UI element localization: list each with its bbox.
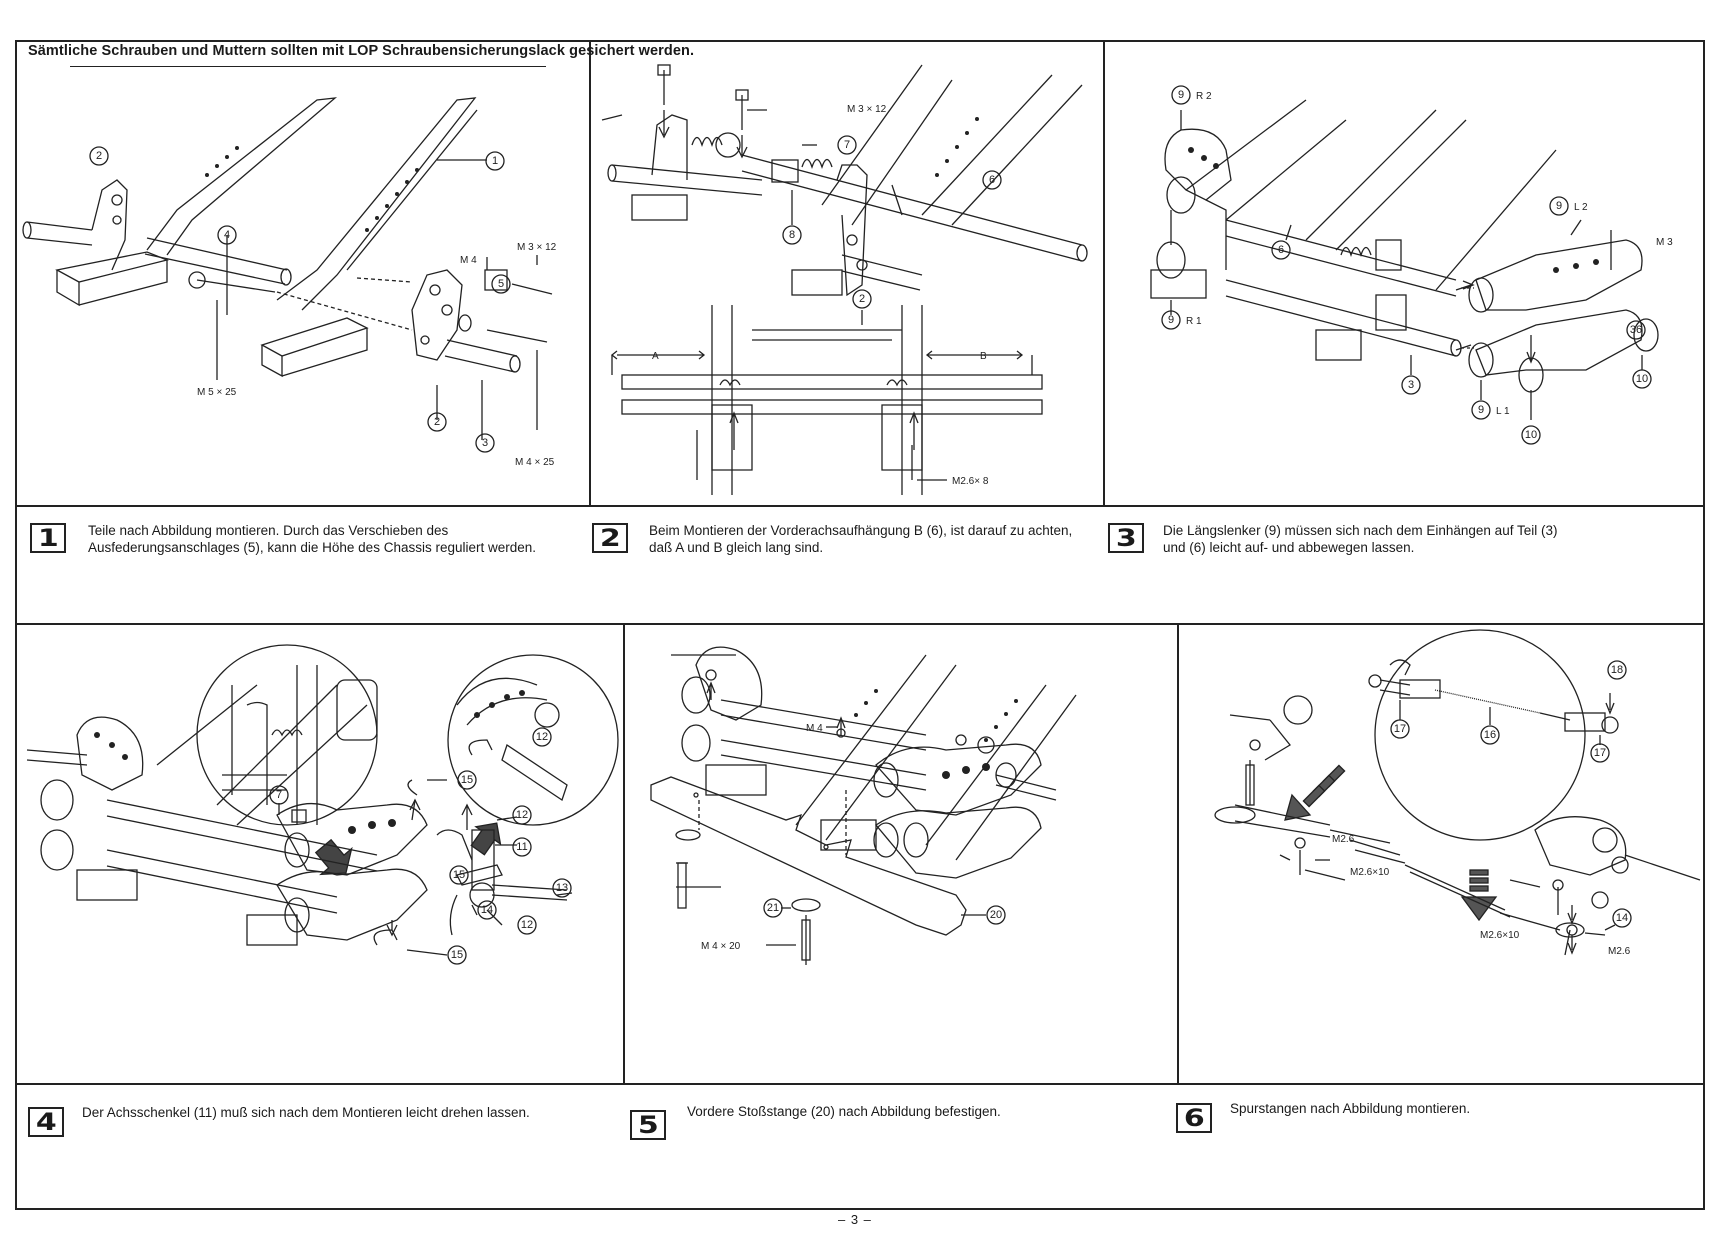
callout-12-zoom: 12 <box>536 731 548 743</box>
col-divider-2 <box>1103 40 1105 505</box>
label-m4x20: M 4 × 20 <box>701 941 741 952</box>
label-m4x25: M 4 × 25 <box>515 457 555 468</box>
callout-2-left: 2 <box>96 150 102 162</box>
callout-7: 7 <box>844 139 850 151</box>
callout-2-right: 2 <box>434 416 440 428</box>
step-4-text: Der Achsschenkel (11) muß sich nach dem … <box>82 1105 530 1120</box>
label-b: B <box>980 351 987 362</box>
diagram-step-2: 7 6 8 2 M 3 × 12 A B M2.6× 8 <box>592 55 1100 503</box>
step-2-number: 2 <box>592 523 628 553</box>
callout-4: 4 <box>224 229 230 241</box>
callout-9-r2: 9 <box>1178 89 1184 101</box>
callout-8: 8 <box>789 229 795 241</box>
callout-3: 3 <box>1408 379 1414 391</box>
section-divider <box>15 623 1705 625</box>
label-m5x25: M 5 × 25 <box>197 387 237 398</box>
step-1-number: 1 <box>30 523 66 553</box>
callout-9-l2: 9 <box>1556 200 1562 212</box>
callout-17-right: 17 <box>1594 747 1606 759</box>
callout-12-lower: 12 <box>521 919 533 931</box>
step-3-text: Die Längslenker (9) müssen sich nach dem… <box>1163 523 1558 555</box>
step-6-text: Spurstangen nach Abbildung montieren. <box>1230 1101 1471 1116</box>
callout-1: 1 <box>492 155 498 167</box>
callout-3: 3 <box>482 437 488 449</box>
callout-5: 5 <box>498 278 504 290</box>
label-m3x12: M 3 × 12 <box>517 242 557 253</box>
label-m26-left: M2.6 <box>1332 834 1355 845</box>
page-number: – 3 – <box>838 1212 872 1227</box>
step-6-number: 6 <box>1176 1103 1212 1133</box>
step-1-text: Teile nach Abbildung montieren. Durch da… <box>88 523 537 555</box>
label-m3: M 3 <box>1656 237 1673 248</box>
label-r1: R 1 <box>1186 316 1202 327</box>
label-l2: L 2 <box>1574 202 1588 213</box>
notice-underline <box>70 66 546 67</box>
label-r2: R 2 <box>1196 91 1212 102</box>
callout-15-upper: 15 <box>461 774 473 786</box>
label-m26x10-right: M2.6×10 <box>1480 930 1520 941</box>
row1-divider <box>15 505 1705 507</box>
callout-20: 20 <box>990 909 1002 921</box>
callout-15-lower: 15 <box>451 949 463 961</box>
col-divider-4 <box>1177 623 1179 1083</box>
callout-13: 13 <box>556 882 568 894</box>
callout-14: 14 <box>1616 912 1628 924</box>
callout-12-upper: 12 <box>516 809 528 821</box>
diagram-step-4: 12 15 15 12 11 13 14 12 15 7 <box>17 625 621 1081</box>
callout-6: 6 <box>1278 244 1284 256</box>
callout-18: 18 <box>1611 664 1623 676</box>
callout-10-bottom: 10 <box>1525 429 1537 441</box>
callout-17-left: 17 <box>1394 723 1406 735</box>
col-divider-3 <box>623 623 625 1083</box>
diagram-step-5: 21 20 M 4 M 4 × 20 <box>626 625 1175 1081</box>
callout-7: 7 <box>276 789 282 801</box>
col-divider-1 <box>589 40 591 505</box>
diagram-step-6: 17 16 18 17 14 M2.6 M2.6×10 M2.6×10 M2.6 <box>1180 625 1704 1081</box>
callout-10-right: 10 <box>1636 373 1648 385</box>
label-m3x12: M 3 × 12 <box>847 104 887 115</box>
callout-6: 6 <box>989 174 995 186</box>
step-2-text: Beim Montieren der Vorderachsaufhängung … <box>649 523 1073 555</box>
callout-11: 11 <box>516 841 527 853</box>
step-3-number: 3 <box>1108 523 1144 553</box>
callout-15-zoom: 15 <box>453 869 465 881</box>
diagram-step-1: 2 1 4 5 2 3 M 3 × 12 M 4 M 5 × 25 M 4 × … <box>17 70 587 503</box>
label-l1: L 1 <box>1496 406 1510 417</box>
step-5-text: Vordere Stoßstange (20) nach Abbildung b… <box>687 1104 1001 1119</box>
callout-16: 16 <box>1484 729 1496 741</box>
callout-21: 21 <box>767 902 779 914</box>
diagram-step-3: 9 9 6 3 9 9 36 10 10 R 2 R 1 L 2 L 1 M 3 <box>1106 70 1702 470</box>
page-frame <box>15 40 1705 1210</box>
callout-36: 36 <box>1630 324 1642 336</box>
callout-9-r1: 9 <box>1168 314 1174 326</box>
label-m26x10-left: M2.6×10 <box>1350 867 1390 878</box>
label-m26x8: M2.6× 8 <box>952 476 989 487</box>
callout-14: 14 <box>481 904 493 916</box>
callout-9-l1: 9 <box>1478 404 1484 416</box>
label-a: A <box>652 351 659 362</box>
label-m4: M 4 <box>460 255 477 266</box>
step-5-number: 5 <box>630 1110 666 1140</box>
locking-notice: Sämtliche Schrauben und Muttern sollten … <box>28 43 695 59</box>
label-m4: M 4 <box>806 723 823 734</box>
row2-divider <box>15 1083 1705 1085</box>
step-4-number: 4 <box>28 1107 64 1137</box>
callout-2: 2 <box>859 293 865 305</box>
label-m26-right: M2.6 <box>1608 946 1631 957</box>
